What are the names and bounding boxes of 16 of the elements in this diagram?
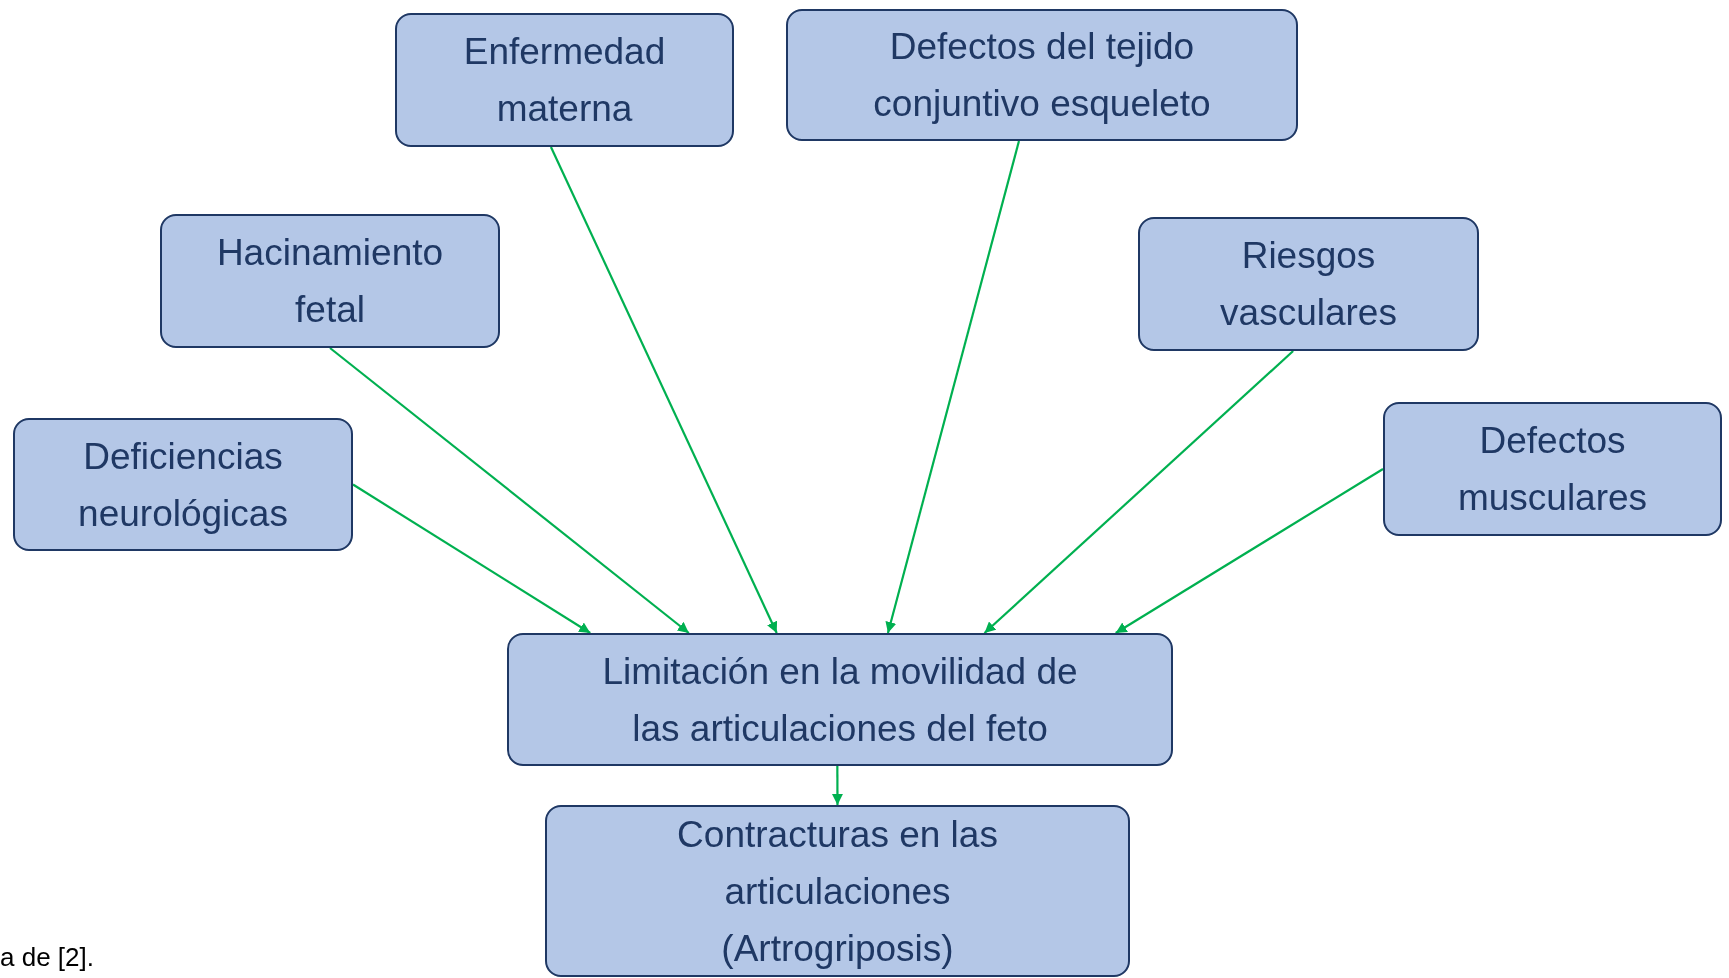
- arrow: [549, 146, 778, 634]
- arrow: [329, 347, 690, 634]
- arrow: [1115, 468, 1384, 634]
- process-box: Deficiencias neurológicas: [13, 418, 353, 551]
- arrow: [352, 483, 591, 634]
- arrow: [885, 140, 1021, 634]
- process-box: Defectos del tejido conjuntivo esqueleto: [786, 9, 1298, 141]
- arrow: [983, 350, 1294, 634]
- arrow: [831, 766, 843, 805]
- process-box: Riesgos vasculares: [1138, 217, 1479, 351]
- process-box: Enfermedad materna: [395, 13, 734, 147]
- process-box: Defectos musculares: [1383, 402, 1722, 536]
- process-box: Hacinamiento fetal: [160, 214, 500, 348]
- process-box: Limitación en la movilidad de las articulaciones del feto: [507, 633, 1173, 766]
- source-note: a de [2].: [0, 942, 94, 973]
- process-box: Contracturas en las articulaciones (Artrogriposis): [545, 805, 1130, 977]
